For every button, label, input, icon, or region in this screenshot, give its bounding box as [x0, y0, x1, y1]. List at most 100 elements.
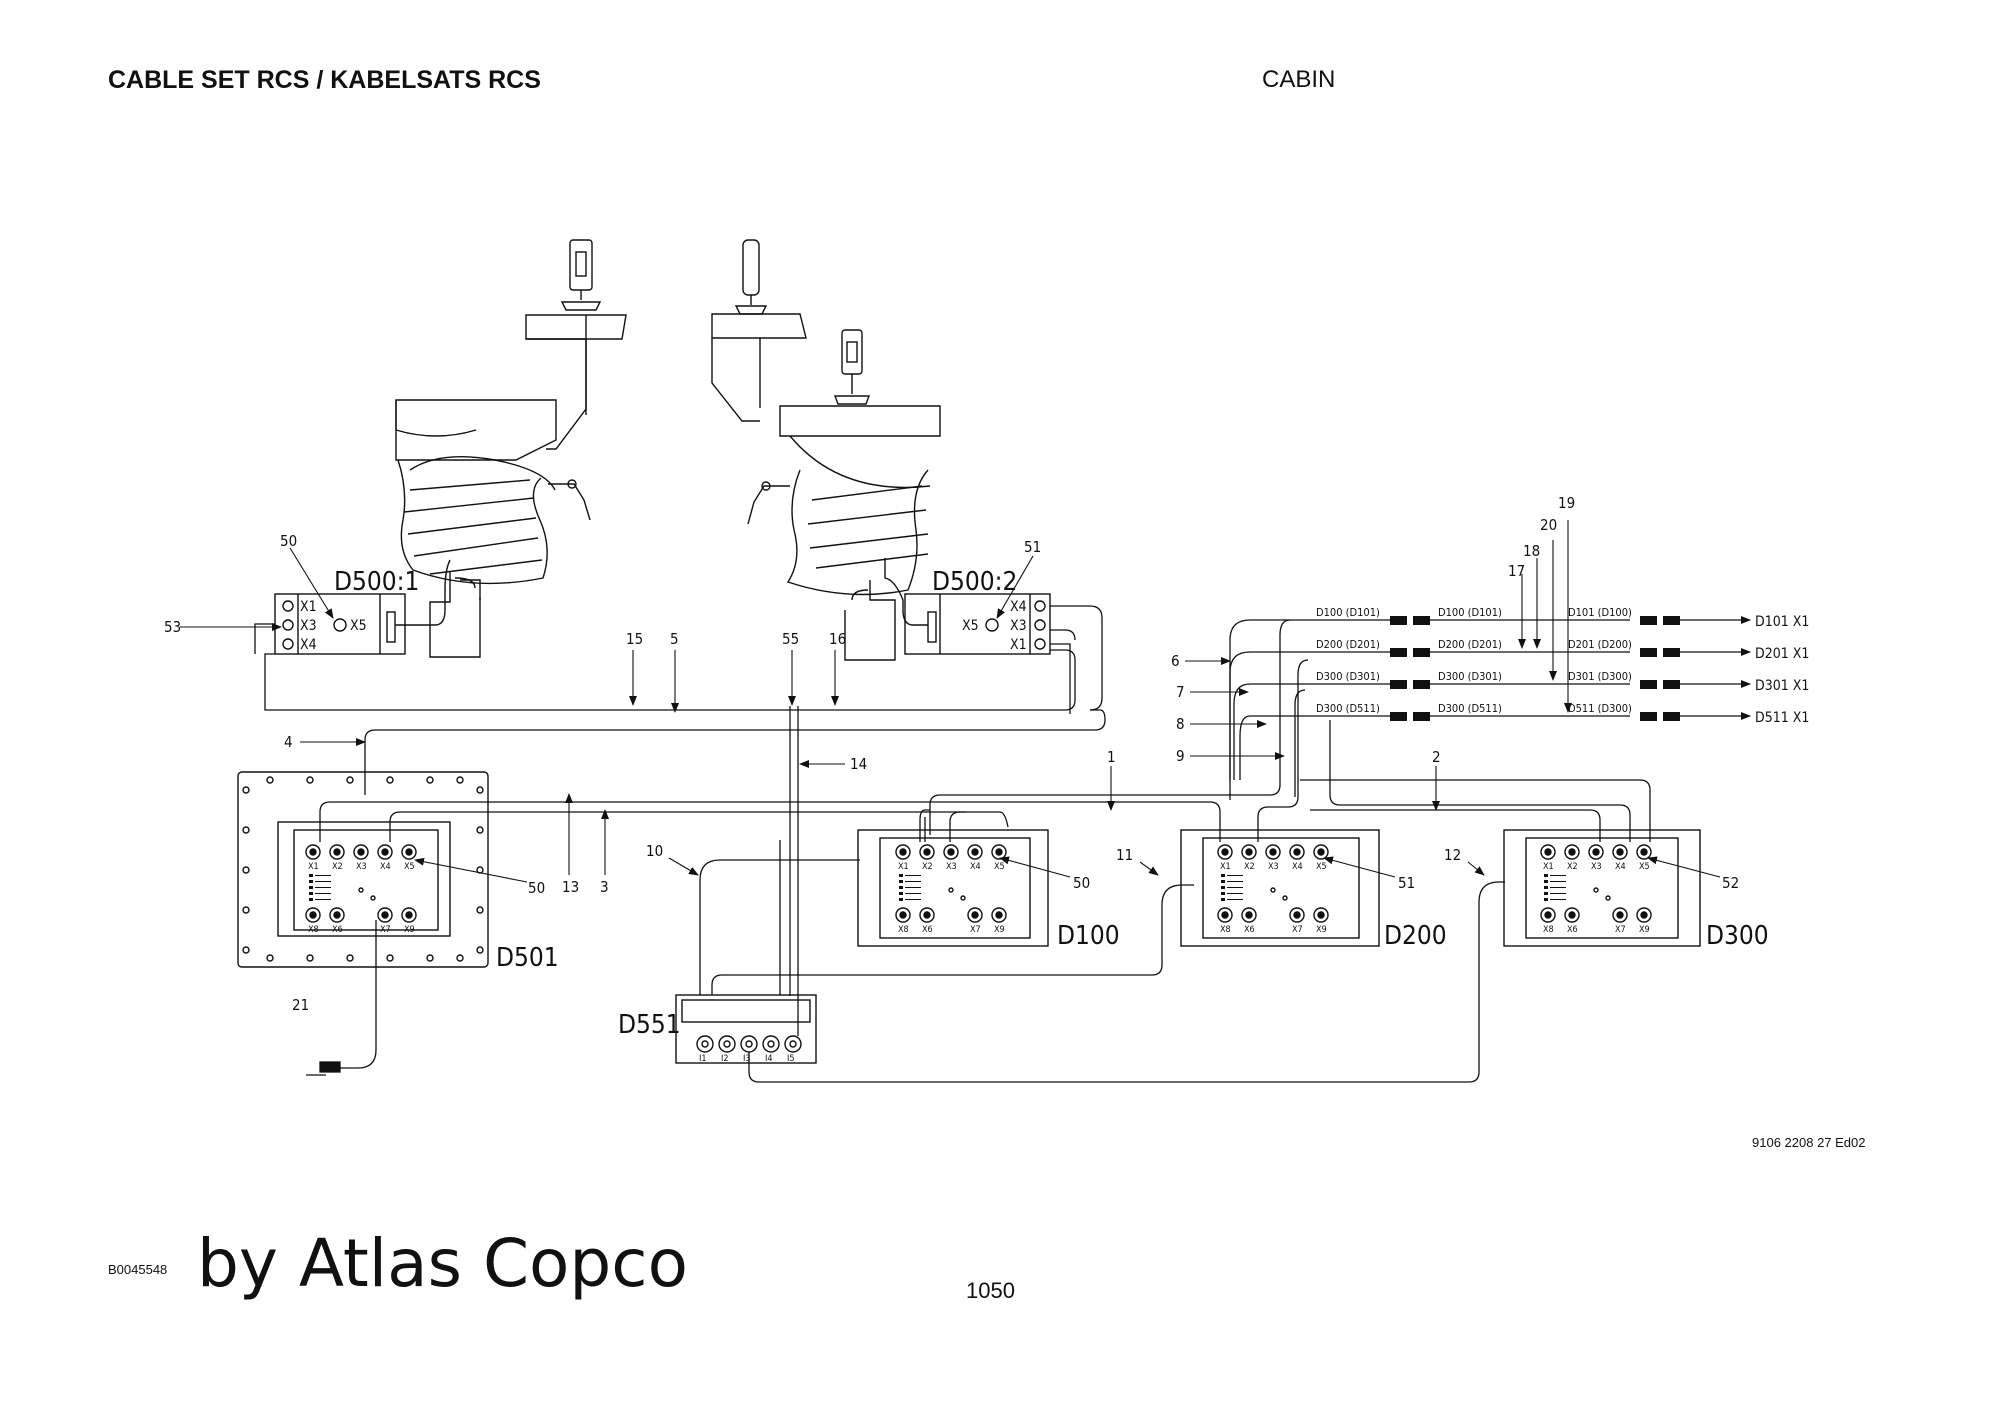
d500-1-port-x3: X3	[300, 618, 317, 634]
d200-connector-x5	[1313, 844, 1329, 860]
d200-connector-x2	[1241, 844, 1257, 860]
device-label-d300: D300	[1706, 921, 1769, 951]
d200-port-label-x2: X2	[1244, 862, 1255, 872]
d501-connector-x9	[401, 907, 417, 923]
d501-port-label-x3: X3	[356, 862, 367, 872]
d300-connector-x5	[1636, 844, 1652, 860]
d200-connector-x9	[1313, 907, 1329, 923]
d100-connector-x5	[991, 844, 1007, 860]
d501-connector-x3	[353, 844, 369, 860]
signal-right-1: D101 (D100)	[1568, 606, 1632, 619]
d200-connector-x4	[1289, 844, 1305, 860]
d551-port-i3: I3	[743, 1054, 751, 1064]
callout-11: 11	[1116, 846, 1133, 864]
signal-mid-3: D300 (D301)	[1438, 670, 1502, 683]
d300-port-label-x8: X8	[1543, 925, 1554, 935]
d501-port-label-x2: X2	[332, 862, 343, 872]
d100-module	[857, 829, 1049, 947]
page-number: 1050	[966, 1278, 1015, 1303]
d551-port-i4: I4	[765, 1054, 773, 1064]
page-title: CABLE SET RCS / KABELSATS RCS	[108, 66, 541, 94]
d500-2-box	[884, 558, 1051, 655]
d100-port-label-x4: X4	[970, 862, 981, 872]
d100-connector-x7	[967, 907, 983, 923]
d501-connector-x4	[377, 844, 393, 860]
d200-port-label-x4: X4	[1292, 862, 1303, 872]
d551-port-i1: I1	[699, 1054, 707, 1064]
d300-connector-x4	[1612, 844, 1628, 860]
d300-connector-x3	[1588, 844, 1604, 860]
device-labels: D500:1 D500:2 D501 D551 D100 D200 D300	[334, 567, 1769, 1040]
callout-55: 55	[782, 630, 799, 648]
d100-connector-x3	[943, 844, 959, 860]
d501-connector-x1	[305, 844, 321, 860]
callout-21: 21	[292, 996, 309, 1014]
d200-port-label-x8: X8	[1220, 925, 1231, 935]
d300-port-label-x5: X5	[1639, 862, 1650, 872]
signal-dest-4: D511 X1	[1755, 710, 1809, 726]
d500-2-port-x4: X4	[1010, 599, 1027, 615]
location-label: CABIN	[1262, 66, 1336, 93]
d200-connector-x3	[1265, 844, 1281, 860]
document-number: 9106 2208 27 Ed02	[1752, 1135, 1866, 1150]
d501-port-label-x9: X9	[404, 925, 415, 935]
d501-connector-x8	[305, 907, 321, 923]
signal-mid-1: D100 (D101)	[1438, 606, 1502, 619]
d500-1-port-x1: X1	[300, 599, 317, 615]
d100-connector-x1	[895, 844, 911, 860]
callout-16: 16	[829, 630, 846, 648]
d501-connector-x5	[401, 844, 417, 860]
signal-left-1: D100 (D101)	[1316, 606, 1380, 619]
device-label-d200: D200	[1384, 921, 1447, 951]
callout-14: 14	[850, 755, 867, 773]
d200-port-label-x1: X1	[1220, 862, 1231, 872]
d500-2-port-x3: X3	[1010, 618, 1027, 634]
d200-port-label-x6: X6	[1244, 925, 1255, 935]
d501-port-label-x8: X8	[308, 925, 319, 935]
callout-50-d501: 50	[528, 879, 545, 897]
callout-8: 8	[1176, 715, 1185, 733]
d300-module	[1503, 829, 1701, 947]
d300-connector-x1	[1540, 844, 1556, 860]
signal-right-2: D201 (D200)	[1568, 638, 1632, 651]
d501-port-label-x7: X7	[380, 925, 391, 935]
d501-panel	[237, 771, 489, 968]
d500-2-port-x5: X5	[962, 618, 979, 634]
d551-port-i2: I2	[721, 1054, 729, 1064]
signal-left-3: D300 (D301)	[1316, 670, 1380, 683]
d200-port-label-x5: X5	[1316, 862, 1327, 872]
d100-connector-x4	[967, 844, 983, 860]
device-label-d501: D501	[496, 943, 559, 973]
cables	[254, 605, 1651, 1083]
signal-dest-1: D101 X1	[1755, 614, 1809, 630]
callout-1: 1	[1107, 748, 1116, 766]
d300-connector-x2	[1564, 844, 1580, 860]
d500-1-port-x4: X4	[300, 637, 317, 653]
d100-port-label-x9: X9	[994, 925, 1005, 935]
signal-lines	[1229, 616, 1751, 800]
d200-connector-x8	[1217, 907, 1233, 923]
callout-4: 4	[284, 733, 293, 751]
brand-label: by Atlas Copco	[197, 1225, 688, 1302]
d501-port-label-x1: X1	[308, 862, 319, 872]
d300-port-label-x6: X6	[1567, 925, 1578, 935]
d200-port-label-x7: X7	[1292, 925, 1303, 935]
signal-dest-2: D201 X1	[1755, 646, 1809, 662]
callout-3: 3	[600, 878, 609, 896]
callout-19: 19	[1558, 494, 1575, 512]
d200-port-label-x9: X9	[1316, 925, 1327, 935]
d100-connector-x2	[919, 844, 935, 860]
d100-connector-x8	[895, 907, 911, 923]
d500-2-port-x1: X1	[1010, 637, 1027, 653]
callout-13: 13	[562, 878, 579, 896]
device-label-d500-2: D500:2	[932, 567, 1017, 597]
d200-connector-x7	[1289, 907, 1305, 923]
d100-port-label-x8: X8	[898, 925, 909, 935]
callout-50-d100: 50	[1073, 874, 1090, 892]
d200-connector-x6	[1241, 907, 1257, 923]
d300-port-label-x2: X2	[1567, 862, 1578, 872]
